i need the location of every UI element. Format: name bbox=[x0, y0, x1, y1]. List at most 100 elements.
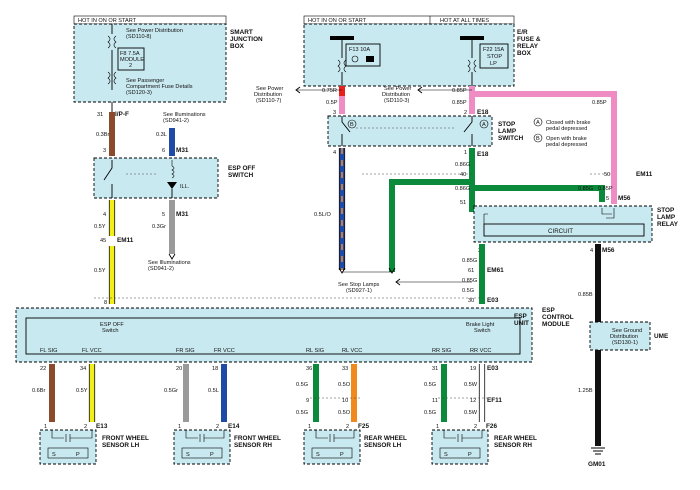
see-pd-left: See Power bbox=[256, 86, 283, 92]
wire-075r: 0.75R bbox=[322, 88, 337, 94]
fr-conn: E14 bbox=[228, 423, 240, 430]
fr-conn-pin-1: 1 bbox=[178, 424, 181, 430]
see-stop: See Stop Lamps bbox=[338, 282, 380, 288]
rr-conn-pin-2: 2 bbox=[474, 424, 477, 430]
arrow-icon bbox=[168, 253, 176, 260]
pin-6: 6 bbox=[162, 148, 165, 154]
pin-5: 5 bbox=[162, 212, 165, 218]
ecm-fr-sig: FR SIG bbox=[176, 348, 195, 354]
ill-label: ILL. bbox=[180, 184, 190, 190]
fuse-f22 bbox=[479, 43, 509, 69]
fuse-f22-label-3: LP bbox=[490, 61, 497, 67]
sjb-title-2: JUNCTION bbox=[230, 36, 263, 43]
wire-03br: 0.3Br bbox=[96, 132, 110, 138]
conn-m56-top: M56 bbox=[618, 195, 631, 202]
pin-3-stop: 3 bbox=[333, 110, 336, 116]
pin-51: 51 bbox=[460, 200, 466, 206]
ecm-title-5: MODULE bbox=[542, 321, 570, 328]
conn-m31-bot: M31 bbox=[176, 211, 189, 218]
fuse-wave-icon bbox=[107, 35, 117, 49]
stop-lamp-relay-section: EM11 50 0.85P 5 M56 0.85G STOP LAMP RELA… bbox=[94, 154, 679, 468]
wire-05y-a: 0.5Y bbox=[94, 224, 106, 230]
fr-pin-1: 20 bbox=[176, 366, 182, 372]
rear-wheel-sensor-rh: 31 19 E03 0.5G 0.5W 11 12 EF11 0.5G 0.5W… bbox=[424, 364, 537, 465]
rl-mid-2: 10 bbox=[342, 398, 348, 404]
er-title-3: RELAY bbox=[517, 43, 539, 50]
ecm-brake-2: Switch bbox=[474, 328, 490, 334]
relay-title-1: STOP bbox=[657, 207, 675, 214]
esp-off-switch-title-1: ESP OFF bbox=[228, 165, 255, 172]
stop-switch-title-3: SWITCH bbox=[498, 135, 524, 142]
er-title-2: FUSE & bbox=[517, 36, 541, 43]
conn-e03: E03 bbox=[487, 297, 499, 304]
ground-icon bbox=[591, 447, 605, 455]
fr-pin-2: 18 bbox=[212, 366, 218, 372]
ecm-title-2: UNIT bbox=[514, 320, 529, 327]
see-stop-ref: (SD927-1) bbox=[346, 288, 372, 294]
see-pd-left-2: Distribution bbox=[254, 92, 282, 98]
rl-s-label: S bbox=[316, 452, 320, 458]
rr-conn-mid: EF11 bbox=[487, 397, 502, 404]
switch-a-icon bbox=[463, 116, 473, 146]
rl-wire-1: 0.5G bbox=[296, 382, 308, 388]
fl-conn: E13 bbox=[96, 423, 108, 430]
see-pd-mid-ref: (SD110-3) bbox=[384, 98, 410, 104]
wire-05g: 0.5G bbox=[462, 288, 474, 294]
wire-green-relay bbox=[472, 185, 605, 202]
ecm-rr-sig: RR SIG bbox=[432, 348, 451, 354]
pin-3: 3 bbox=[103, 148, 106, 154]
fl-pin-1: 22 bbox=[40, 366, 46, 372]
fuse-f22-label-1: F22 15A bbox=[483, 47, 504, 53]
conn-em11-right: EM11 bbox=[636, 171, 653, 178]
fl-conn-pin-2: 2 bbox=[84, 424, 87, 430]
hot-label-left: HOT IN ON OR START bbox=[78, 18, 137, 24]
ecm-fr-vcc: FR VCC bbox=[214, 348, 235, 354]
led-icon bbox=[167, 182, 177, 189]
svg-text:A: A bbox=[482, 122, 486, 128]
fl-pin-2: 34 bbox=[80, 366, 86, 372]
hot-label-mid: HOT IN ON OR START bbox=[308, 18, 367, 24]
svg-text:A: A bbox=[536, 120, 540, 126]
fl-name-2: SENSOR LH bbox=[102, 442, 140, 449]
conn-m31-top: M31 bbox=[176, 147, 189, 154]
rl-wire-4: 0.5O bbox=[338, 410, 351, 416]
sjb-see-pass: See Passenger bbox=[126, 78, 164, 84]
rr-wire-1: 0.5G bbox=[424, 382, 436, 388]
svg-text:B: B bbox=[536, 136, 540, 142]
pin-4: 4 bbox=[103, 212, 106, 218]
wire-085b: 0.85B bbox=[578, 292, 593, 298]
rr-name-2: SENSOR RH bbox=[494, 442, 532, 449]
rr-pin-2: 19 bbox=[470, 366, 476, 372]
relay-circuit-label: CIRCUIT bbox=[548, 228, 573, 235]
conn-e18-top: E18 bbox=[477, 109, 489, 116]
stop-switch-title-2: LAMP bbox=[498, 128, 517, 135]
fl-name-1: FRONT WHEEL bbox=[102, 435, 149, 442]
relay-title-2: LAMP bbox=[657, 214, 676, 221]
rl-conn-pin-1: 1 bbox=[308, 424, 311, 430]
switch-contact-icon bbox=[103, 160, 113, 198]
stop-lamp-switch-section: See Power Distribution (SD110-7) 0.75R 0… bbox=[254, 86, 617, 294]
capacitor-icon bbox=[443, 430, 483, 442]
rr-mid-2: 12 bbox=[470, 398, 476, 404]
front-wheel-sensor-rh: 20 18 0.5Gr 0.5L 1 2 E14 S P FRONT WHEEL… bbox=[164, 364, 281, 465]
rl-wire-2: 0.5O bbox=[338, 382, 351, 388]
fuse-f8-label-2: MODULE bbox=[120, 57, 144, 63]
rl-pin-1: 36 bbox=[306, 366, 312, 372]
legend-a-1: Closed with brake bbox=[546, 120, 590, 126]
pin-61: 61 bbox=[468, 268, 474, 274]
fl-conn-pin-1: 1 bbox=[44, 424, 47, 430]
wire-086g-a: 0.86G bbox=[455, 162, 470, 168]
fr-wire-2: 0.5L bbox=[208, 388, 219, 394]
ecm-rr-vcc: RR VCC bbox=[470, 348, 491, 354]
pin-40: 40 bbox=[460, 172, 466, 178]
wire-pink-long bbox=[472, 91, 617, 154]
pin-31: 31 bbox=[97, 112, 103, 118]
legend-b-1: Open with brake bbox=[546, 136, 587, 142]
svg-text:B: B bbox=[350, 122, 354, 128]
wire-086g-b: 0.86G bbox=[455, 186, 470, 192]
see-illum-top-ref: (SD941-2) bbox=[163, 118, 189, 124]
legend-b-2: pedal depressed bbox=[546, 142, 587, 148]
er-title-1: E/R bbox=[517, 29, 528, 36]
conn-e18-mid: E18 bbox=[477, 151, 489, 158]
ecm-brake-1: Brake Light bbox=[466, 322, 495, 328]
